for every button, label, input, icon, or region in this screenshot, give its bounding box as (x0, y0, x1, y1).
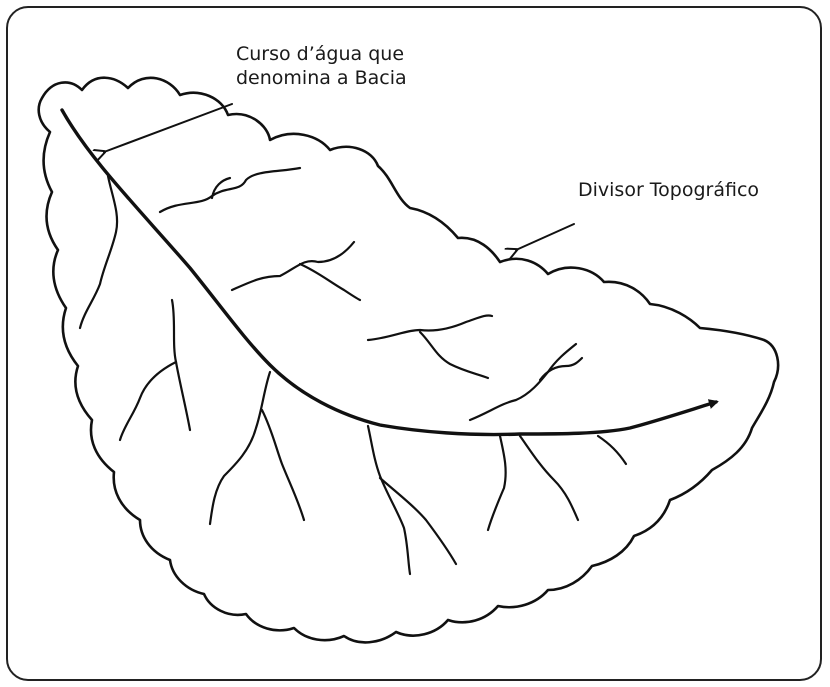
tributary (368, 315, 492, 340)
divide-pointer (516, 224, 574, 250)
tributary (598, 436, 626, 464)
divide-label: Divisor Topográfico (578, 178, 759, 202)
tributary (520, 436, 578, 520)
tributary (80, 176, 117, 328)
main-stream-label-line2: denomina a Bacia (236, 66, 407, 90)
main-stream (62, 110, 716, 435)
tributary (232, 242, 354, 290)
tributary (172, 300, 190, 430)
tributary (380, 478, 456, 564)
tributary (488, 436, 506, 530)
tributary (368, 426, 410, 574)
tributary (420, 332, 488, 378)
tributary (540, 358, 582, 380)
tributaries (80, 168, 626, 574)
main-stream-label: Curso d’água que denomina a Bacia (236, 42, 407, 90)
main-stream-pointer (104, 104, 232, 152)
tributary (300, 264, 360, 300)
tributary (470, 344, 576, 420)
tributary (210, 372, 270, 524)
tributary (160, 168, 300, 212)
tributary (120, 362, 176, 440)
main-stream-label-line1: Curso d’água que (236, 42, 407, 66)
tributary (262, 410, 304, 520)
